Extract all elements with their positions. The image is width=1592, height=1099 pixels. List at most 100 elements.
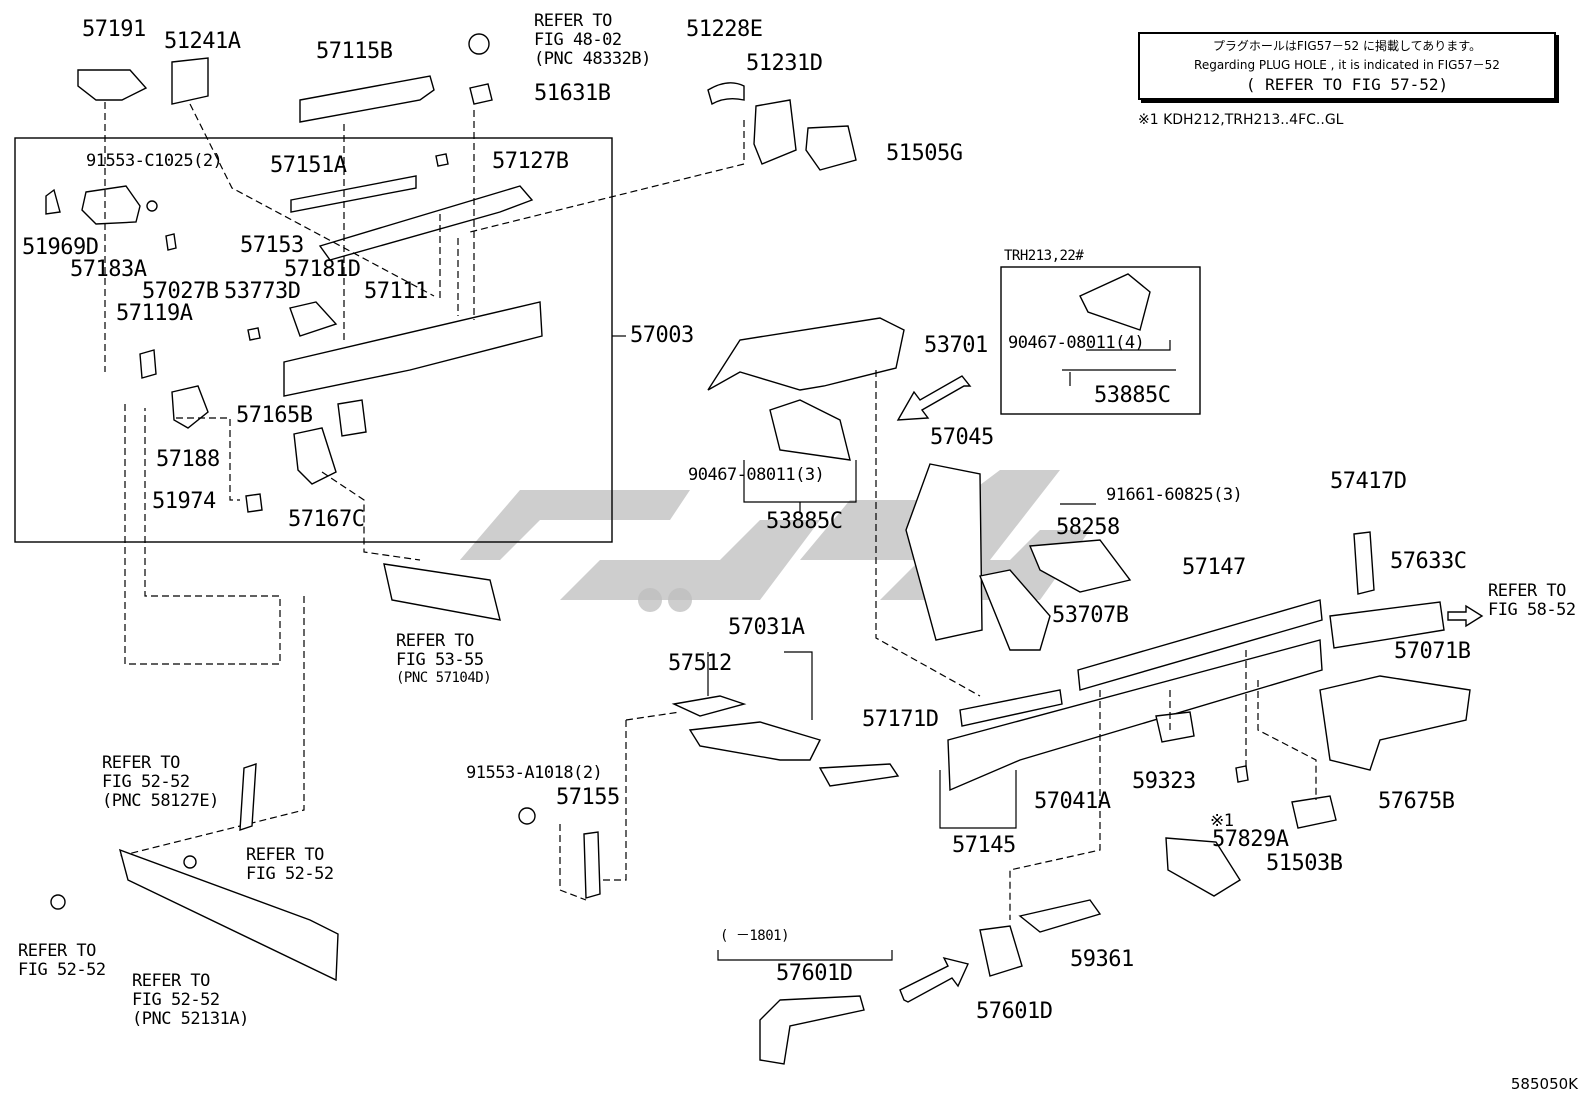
label-57071B[interactable]: 57071B: [1394, 639, 1471, 664]
part-57417D-shape: [1353, 531, 1375, 595]
label-51231D[interactable]: 51231D: [746, 51, 823, 76]
label-91553-a1018[interactable]: 91553-A1018(2): [466, 763, 603, 783]
label-53885C-inset[interactable]: 53885C: [1094, 383, 1171, 408]
part-51505G-shape: [805, 125, 857, 171]
part-51974-shape: [245, 493, 263, 513]
refer-fig-52-52-pnc58127e[interactable]: REFER TO FIG 52-52 (PNC 58127E): [102, 754, 219, 811]
label-57153[interactable]: 57153: [240, 233, 304, 258]
label-90467-08011-4[interactable]: 90467-08011(4): [1008, 333, 1145, 353]
part-57031A-shape: [688, 721, 821, 761]
label-57601D-a[interactable]: 57601D: [776, 961, 853, 986]
label-53885C[interactable]: 53885C: [766, 509, 843, 534]
label-57151A[interactable]: 57151A: [270, 153, 347, 178]
model-footnote: ※1 KDH212,TRH213..4FC..GL: [1138, 112, 1344, 128]
label-57111[interactable]: 57111: [364, 279, 428, 304]
label-51241A[interactable]: 51241A: [164, 29, 241, 54]
label-58258[interactable]: 58258: [1056, 515, 1120, 540]
plug-hole-note: プラグホールはFIG57－52 に掲載してあります。 Regarding PLU…: [1138, 32, 1556, 100]
label-51228E[interactable]: 51228E: [686, 17, 763, 42]
note-line-en: Regarding PLUG HOLE , it is indicated in…: [1194, 58, 1500, 72]
part-58258-shape: [1028, 539, 1132, 593]
part-57155-shape: [583, 831, 601, 899]
part-57119A-shape: [139, 349, 157, 379]
label-57417D[interactable]: 57417D: [1330, 469, 1407, 494]
label-59361[interactable]: 59361: [1070, 947, 1134, 972]
label-57183A[interactable]: 57183A: [70, 257, 147, 282]
refer-line: REFER TO: [132, 971, 210, 991]
label-51969D[interactable]: 51969D: [22, 235, 99, 260]
refer-fig-52-52-a[interactable]: REFER TO FIG 52-52: [246, 846, 334, 884]
direction-arrow-1: [896, 375, 972, 421]
label-57045[interactable]: 57045: [930, 425, 994, 450]
part-57171D-shape: [818, 763, 900, 787]
part-51241A-shape: [171, 57, 209, 105]
label-53773D[interactable]: 53773D: [224, 279, 301, 304]
refer-line: FIG 48-02: [534, 30, 622, 50]
part-57601D-b-shape: [979, 925, 1023, 977]
part-floor-ref-shape: [383, 563, 501, 621]
part-51503B-shape: [1165, 837, 1241, 897]
label-57119A[interactable]: 57119A: [116, 301, 193, 326]
label-57181D[interactable]: 57181D: [284, 257, 361, 282]
label-57512[interactable]: 57512: [668, 651, 732, 676]
part-57633C-shape: [1329, 601, 1445, 649]
label-57027B[interactable]: 57027B: [142, 279, 219, 304]
refer-line: (PNC 48332B): [534, 49, 651, 69]
label-91553-c1025[interactable]: 91553-C1025(2): [86, 151, 223, 171]
label-57031A[interactable]: 57031A: [728, 615, 805, 640]
part-57181D-shape: [289, 301, 338, 337]
part-51969D-shape: [45, 188, 61, 215]
part-59323-shape: [1155, 711, 1195, 743]
part-57512-shape: [671, 695, 747, 717]
refer-fig-48-02[interactable]: REFER TO FIG 48-02 (PNC 48332B): [534, 12, 651, 69]
label-53701[interactable]: 53701: [924, 333, 988, 358]
note-line-ref: ( REFER TO FIG 57-52): [1245, 75, 1449, 94]
label-59323[interactable]: 59323: [1132, 769, 1196, 794]
label-51974[interactable]: 51974: [152, 489, 216, 514]
figure-id: 585050K: [1510, 1075, 1578, 1093]
refer-fig-53-55[interactable]: REFER TO FIG 53-55 (PNC 57104D): [396, 631, 492, 687]
label-57115B[interactable]: 57115B: [316, 39, 393, 64]
label-57167C[interactable]: 57167C: [288, 507, 365, 532]
label-91661-60825[interactable]: 91661-60825(3): [1106, 485, 1243, 505]
refer-fig-52-52-pnc52131a[interactable]: REFER TO FIG 52-52 (PNC 52131A): [132, 972, 249, 1029]
label-51505G[interactable]: 51505G: [886, 141, 963, 166]
refer-line: (PNC 52131A): [132, 1009, 249, 1029]
label-57155[interactable]: 57155: [556, 785, 620, 810]
label-57165B[interactable]: 57165B: [236, 403, 313, 428]
label-57191[interactable]: 57191: [82, 17, 146, 42]
refer-fig-58-52[interactable]: REFER TO FIG 58-52: [1488, 582, 1576, 620]
refer-line: REFER TO: [102, 753, 180, 773]
label-57601D-b[interactable]: 57601D: [976, 999, 1053, 1024]
label-57188[interactable]: 57188: [156, 447, 220, 472]
label-51631B[interactable]: 51631B: [534, 81, 611, 106]
label-57003[interactable]: 57003: [630, 323, 694, 348]
part-57165B-shape: [337, 399, 367, 437]
label-53707B[interactable]: 53707B: [1052, 603, 1129, 628]
date-range: ( －1801): [720, 928, 790, 944]
label-57127B[interactable]: 57127B: [492, 149, 569, 174]
part-59361-shape: [1018, 899, 1102, 933]
part-57115B-shape: [299, 75, 435, 123]
label-57145[interactable]: 57145: [952, 833, 1016, 858]
part-57071B-shape: [1319, 675, 1471, 771]
label-57829A[interactable]: 57829A: [1212, 827, 1289, 852]
label-90467-08011-3[interactable]: 90467-08011(3): [688, 465, 825, 485]
note-line-jp: プラグホールはFIG57－52 に掲載してあります。: [1212, 39, 1482, 53]
part-51231D-shape: [753, 99, 797, 165]
refer-line: (PNC 58127E): [102, 791, 219, 811]
label-57171D[interactable]: 57171D: [862, 707, 939, 732]
part-57145-shape: [959, 689, 1063, 727]
marker-note-1: ※1: [1210, 811, 1234, 831]
part-51228E-shape: [707, 82, 745, 106]
label-57041A[interactable]: 57041A: [1034, 789, 1111, 814]
refer-line: REFER TO: [396, 631, 474, 651]
label-57633C[interactable]: 57633C: [1390, 549, 1467, 574]
label-57147[interactable]: 57147: [1182, 555, 1246, 580]
part-57601D-a-shape: [759, 995, 865, 1065]
part-bumper-reinforcement: [118, 848, 339, 982]
label-57675B[interactable]: 57675B: [1378, 789, 1455, 814]
label-51503B[interactable]: 51503B: [1266, 851, 1343, 876]
refer-fig-52-52-b[interactable]: REFER TO FIG 52-52: [18, 942, 106, 980]
